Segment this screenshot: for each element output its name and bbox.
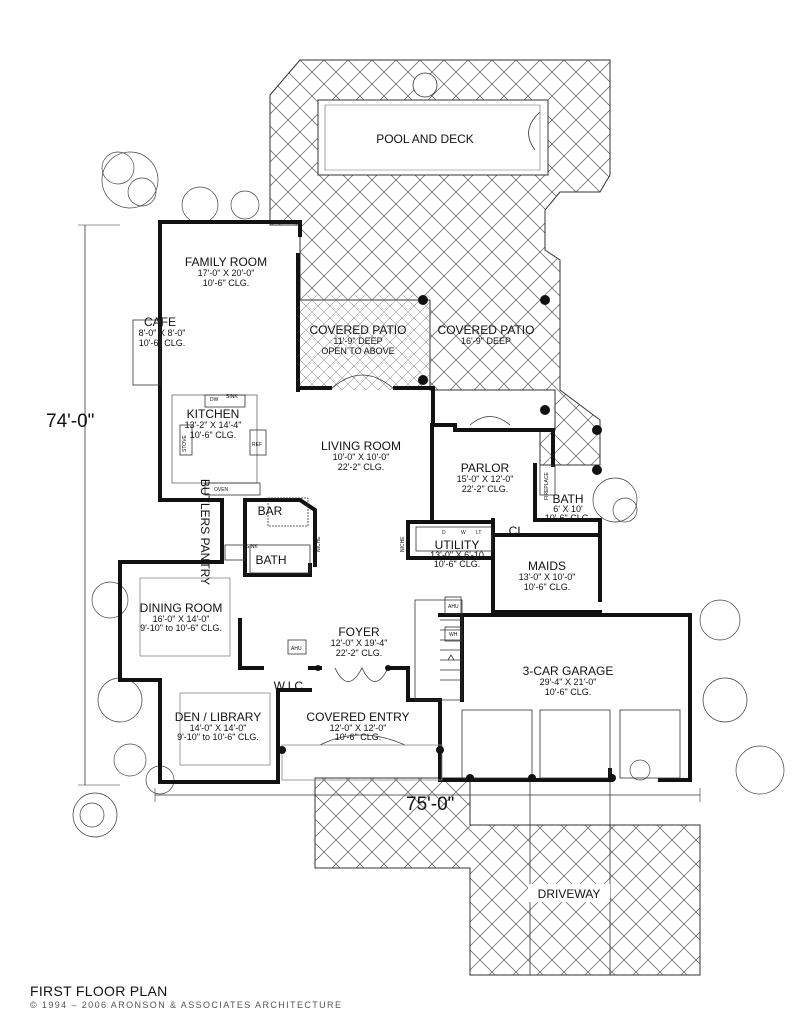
family-room-ceiling: 10'-6" CLG. (203, 278, 249, 288)
driveway-label: DRIVEWAY (538, 887, 601, 901)
covered-patio-2-label: COVERED PATIO (438, 323, 535, 337)
patio-hatch (297, 295, 430, 390)
utility-ceiling: 10'-6" CLG. (434, 559, 480, 569)
parlor-label: PARLOR (461, 461, 510, 475)
washer-tag: W (461, 530, 466, 536)
cafe-label: CAFE (144, 315, 176, 329)
covered-entry-label: COVERED ENTRY (306, 710, 409, 724)
driveway-label-bg (528, 884, 610, 902)
living-room-size: 10'-0" X 10'-0" (333, 452, 390, 462)
kitchen-size: 13'-2" X 14'-4" (185, 420, 242, 430)
dimension-lines (78, 224, 701, 802)
family-room-size: 17'-0" X 20'-0" (198, 268, 255, 278)
closet-label: CL. (509, 524, 528, 538)
covered-patio-1-ceiling: OPEN TO ABOVE (321, 346, 394, 356)
pool-deck (269, 59, 611, 466)
foyer-label: FOYER (338, 625, 380, 639)
maid-bath-label: BATH (552, 492, 583, 506)
den-library-ceiling: 9'-10" to 10'-6" CLG. (177, 732, 259, 742)
pool-label: POOL AND DECK (376, 132, 474, 146)
kitchen-ceiling: 10'-6" CLG. (190, 430, 236, 440)
family-room-label: FAMILY ROOM (185, 255, 267, 269)
oven-tag: OVEN (214, 487, 229, 493)
maid-bath-size: 6' X 10' (553, 504, 583, 514)
copyright-notice: © 1994 – 2006 ARONSON & ASSOCIATES ARCHI… (30, 1000, 343, 1010)
columns (278, 295, 616, 782)
dishwasher-tag: DW (210, 397, 219, 403)
interior-fixtures (132, 319, 681, 781)
utility-niche-tag: NICHE (400, 536, 406, 552)
living-room-label: LIVING ROOM (321, 439, 401, 453)
dining-room-ceiling: 9'-10" to 10'-6" CLG. (140, 623, 222, 633)
garage-size: 29'-4" X 21'-0" (540, 677, 597, 687)
dining-room-label: DINING ROOM (140, 601, 223, 615)
cafe-ceiling: 10'-6" CLG. (139, 338, 185, 348)
den-library-label: DEN / LIBRARY (175, 710, 261, 724)
foyer-size: 12'-0" X 19'-4" (331, 638, 388, 648)
covered-patio-1-size: 11'-9" DEEP (333, 336, 382, 346)
cafe-size: 8'-0" X 8'-0" (139, 328, 186, 338)
living-niche-tag: NICHE (316, 536, 322, 552)
depth-dimension: 74'-0" (46, 411, 94, 432)
utility-ahu-tag: AHU (448, 604, 459, 610)
maids-ceiling: 10'-6" CLG. (524, 582, 570, 592)
driveway-paving (314, 777, 701, 976)
parlor-ceiling: 22'-2" CLG. (462, 484, 508, 494)
kitchen-label: KITCHEN (187, 407, 240, 421)
water-heater-tag: WH (449, 632, 458, 638)
den-library-size: 14'-0" X 14'-0" (190, 723, 247, 733)
bar-sink-tag: SINK (246, 544, 258, 550)
covered-entry-ceiling: 10'-6" CLG. (335, 732, 381, 742)
dining-room-size: 16'-0" X 14'-0" (153, 614, 210, 624)
main-bath-label: BATH (255, 553, 286, 567)
dryer-tag: D (442, 530, 446, 536)
covered-patio-2-size: 16'-9" DEEP (461, 336, 511, 346)
bar-label: BAR (258, 504, 283, 518)
garage-ceiling: 10'-6" CLG. (545, 687, 591, 697)
refrigerator-tag: REF (252, 442, 262, 448)
wic-label: W.I.C. (274, 679, 307, 693)
maids-label: MAIDS (528, 559, 566, 573)
stove-tag: STOVE (182, 434, 188, 452)
foyer-ceiling: 22'-2" CLG. (336, 648, 382, 658)
sink-tag: SINK (226, 394, 238, 400)
maid-bath-ceiling: 10'-6" CLG. (545, 513, 591, 523)
plan-title: FIRST FLOOR PLAN (30, 983, 168, 999)
parlor-size: 15'-0" X 12'-0" (457, 474, 514, 484)
covered-entry-size: 12'-0" X 12'-0" (330, 723, 387, 733)
living-room-ceiling: 22'-2" CLG. (338, 462, 384, 472)
covered-patio-1-label: COVERED PATIO (310, 323, 407, 337)
utility-label: UTILITY (435, 538, 480, 552)
fireplace-tag: FIREPLACE (544, 472, 550, 500)
laundry-tub-tag: LT (476, 530, 481, 536)
width-dimension: 75'-0" (406, 794, 454, 815)
maids-size: 13'-0" X 10'-0" (519, 572, 576, 582)
staircase (440, 619, 462, 681)
butlers-pantry-label: BUTLERS PANTRY (198, 479, 212, 585)
garage-label: 3-CAR GARAGE (523, 664, 614, 678)
dining-ahu-tag: AHU (291, 646, 302, 652)
utility-size: 13'-0" X 6'-10 (430, 550, 484, 560)
